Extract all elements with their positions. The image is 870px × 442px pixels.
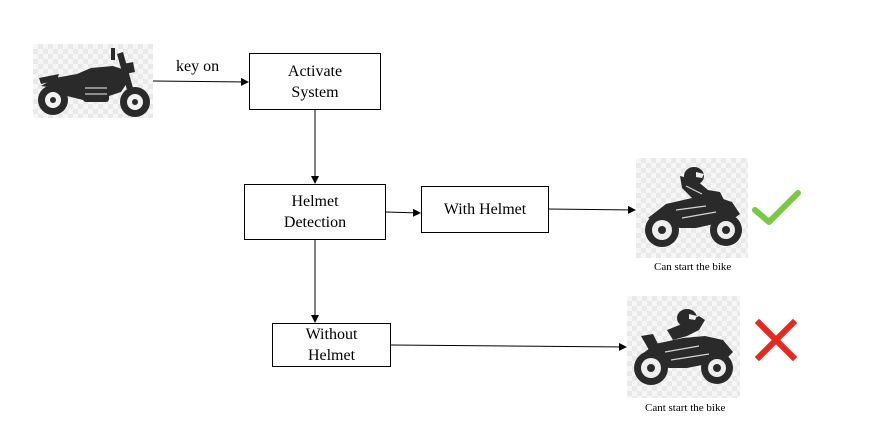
helmeted-rider-icon [634,309,733,385]
caption-cant-start: Cant start the bike [645,402,726,414]
node-without-helmet: Without Helmet [272,323,391,367]
motorcycle-icon [38,48,150,117]
node-activate-system: Activate System [249,53,381,110]
rider-image-with-helmet [636,158,748,258]
cross-icon [754,318,798,362]
motorcycle-image [33,44,153,118]
checkmark-icon [752,190,801,225]
helmeted-rider-icon [645,167,742,247]
arrow-with-helmet-to-result [547,205,636,214]
node-with-helmet: With Helmet [421,186,549,233]
caption-can-start: Can start the bike [654,261,732,273]
rider-image-without-helmet [627,296,740,398]
node-helmet-detection: Helmet Detection [244,184,386,240]
arrow-bike-to-activate [152,77,249,86]
arrow-detection-to-with-helmet [385,208,421,217]
edge-label-key-on: key on [176,58,220,75]
arrow-without-helmet-to-result [390,342,627,351]
